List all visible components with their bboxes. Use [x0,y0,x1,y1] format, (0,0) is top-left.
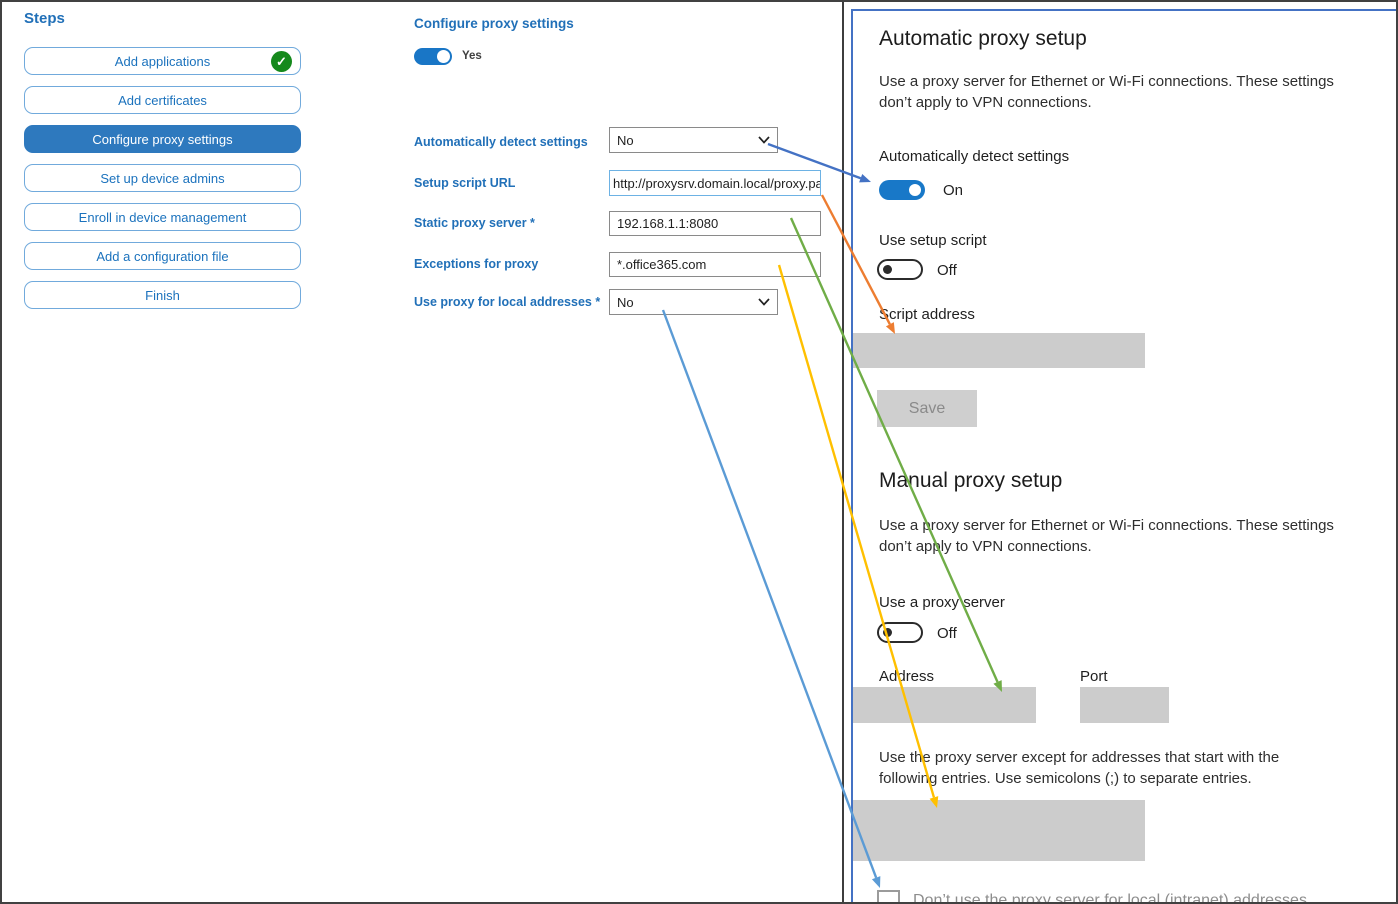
step-label: Set up device admins [100,170,225,186]
proxy-exceptions-textarea[interactable] [853,800,1145,861]
input-value: http://proxysrv.domain.local/proxy.pa [613,175,821,191]
proxy-address-input[interactable] [853,687,1036,723]
field-label-automatically-detect-settings: Automatically detect settings [414,135,588,149]
step-configure-proxy-settings[interactable]: Configure proxy settings [24,125,301,153]
chevron-down-icon [758,298,770,306]
step-label: Add certificates [118,92,207,108]
manual-proxy-description: Use a proxy server for Ethernet or Wi-Fi… [879,517,1334,555]
automatically-detect-settings-dropdown[interactable]: No [609,127,778,153]
toggle-knob [883,628,892,637]
detect-settings-label: Automatically detect settings [879,148,1070,165]
dropdown-value: No [617,294,634,310]
use-a-proxy-server-label: Use a proxy server [879,594,1005,611]
step-label: Enroll in device management [78,209,247,225]
script-address-input[interactable] [853,333,1145,368]
chevron-down-icon [758,136,770,144]
step-completed-check-icon: ✓ [271,51,292,72]
step-label: Add applications [114,53,211,69]
toggle-knob [909,184,921,196]
automatic-proxy-setup-heading: Automatic proxy setup [879,27,1087,50]
script-address-label: Script address [879,306,975,323]
field-label-use-proxy-for-local-addresses: Use proxy for local addresses * [414,295,601,309]
save-button[interactable]: Save [877,390,977,427]
manual-proxy-setup-heading: Manual proxy setup [879,469,1063,492]
step-enroll-in-device-management[interactable]: Enroll in device management [24,203,301,231]
static-proxy-server-input[interactable]: 192.168.1.1:8080 [609,211,821,236]
input-value: *.office365.com [617,257,707,272]
use-a-proxy-server-state: Off [937,625,957,642]
vertical-divider [842,2,844,902]
address-label: Address [879,668,935,685]
use-proxy-for-local-addresses-dropdown[interactable]: No [609,289,778,315]
step-add-certificates[interactable]: Add certificates [24,86,301,114]
automatic-proxy-description: Use a proxy server for Ethernet or Wi-Fi… [879,73,1334,111]
exceptions-for-proxy-input[interactable]: *.office365.com [609,252,821,277]
wizard-page-title: Configure proxy settings [414,16,574,31]
windows-proxy-settings-panel: Automatic proxy setup Use a proxy server… [851,9,1396,904]
use-setup-script-toggle[interactable] [877,259,923,280]
proxy-exceptions-description: Use the proxy server except for addresse… [879,749,1280,787]
local-addresses-checkbox[interactable] [877,890,900,902]
steps-list: Add applications ✓ Add certificates Conf… [24,47,301,309]
field-label-static-proxy-server: Static proxy server * [414,216,535,230]
step-finish[interactable]: Finish [24,281,301,309]
local-addresses-checkbox-label: Don’t use the proxy server for local (in… [913,892,1307,904]
field-label-setup-script-url: Setup script URL [414,176,516,190]
toggle-knob [883,265,892,274]
use-setup-script-label: Use setup script [879,232,987,249]
setup-script-url-input[interactable]: http://proxysrv.domain.local/proxy.pa [609,170,821,196]
step-set-up-device-admins[interactable]: Set up device admins [24,164,301,192]
step-label: Configure proxy settings [92,131,233,147]
use-a-proxy-server-toggle[interactable] [877,622,923,643]
field-label-exceptions-for-proxy: Exceptions for proxy [414,257,539,271]
configure-proxy-toggle[interactable] [414,48,452,65]
step-add-applications[interactable]: Add applications ✓ [24,47,301,75]
dropdown-value: No [617,132,634,148]
step-label: Finish [145,287,180,303]
use-setup-script-state: Off [937,262,957,279]
detect-settings-toggle[interactable] [879,180,925,200]
steps-panel-title: Steps [24,10,65,27]
step-label: Add a configuration file [96,248,229,264]
detect-settings-state: On [943,182,964,199]
input-value: 192.168.1.1:8080 [617,216,719,231]
toggle-knob [437,50,450,63]
proxy-port-input[interactable] [1080,687,1169,723]
port-label: Port [1080,668,1108,685]
step-add-a-configuration-file[interactable]: Add a configuration file [24,242,301,270]
arrow-local-addresses [661,309,878,879]
configure-proxy-toggle-label: Yes [462,50,482,62]
